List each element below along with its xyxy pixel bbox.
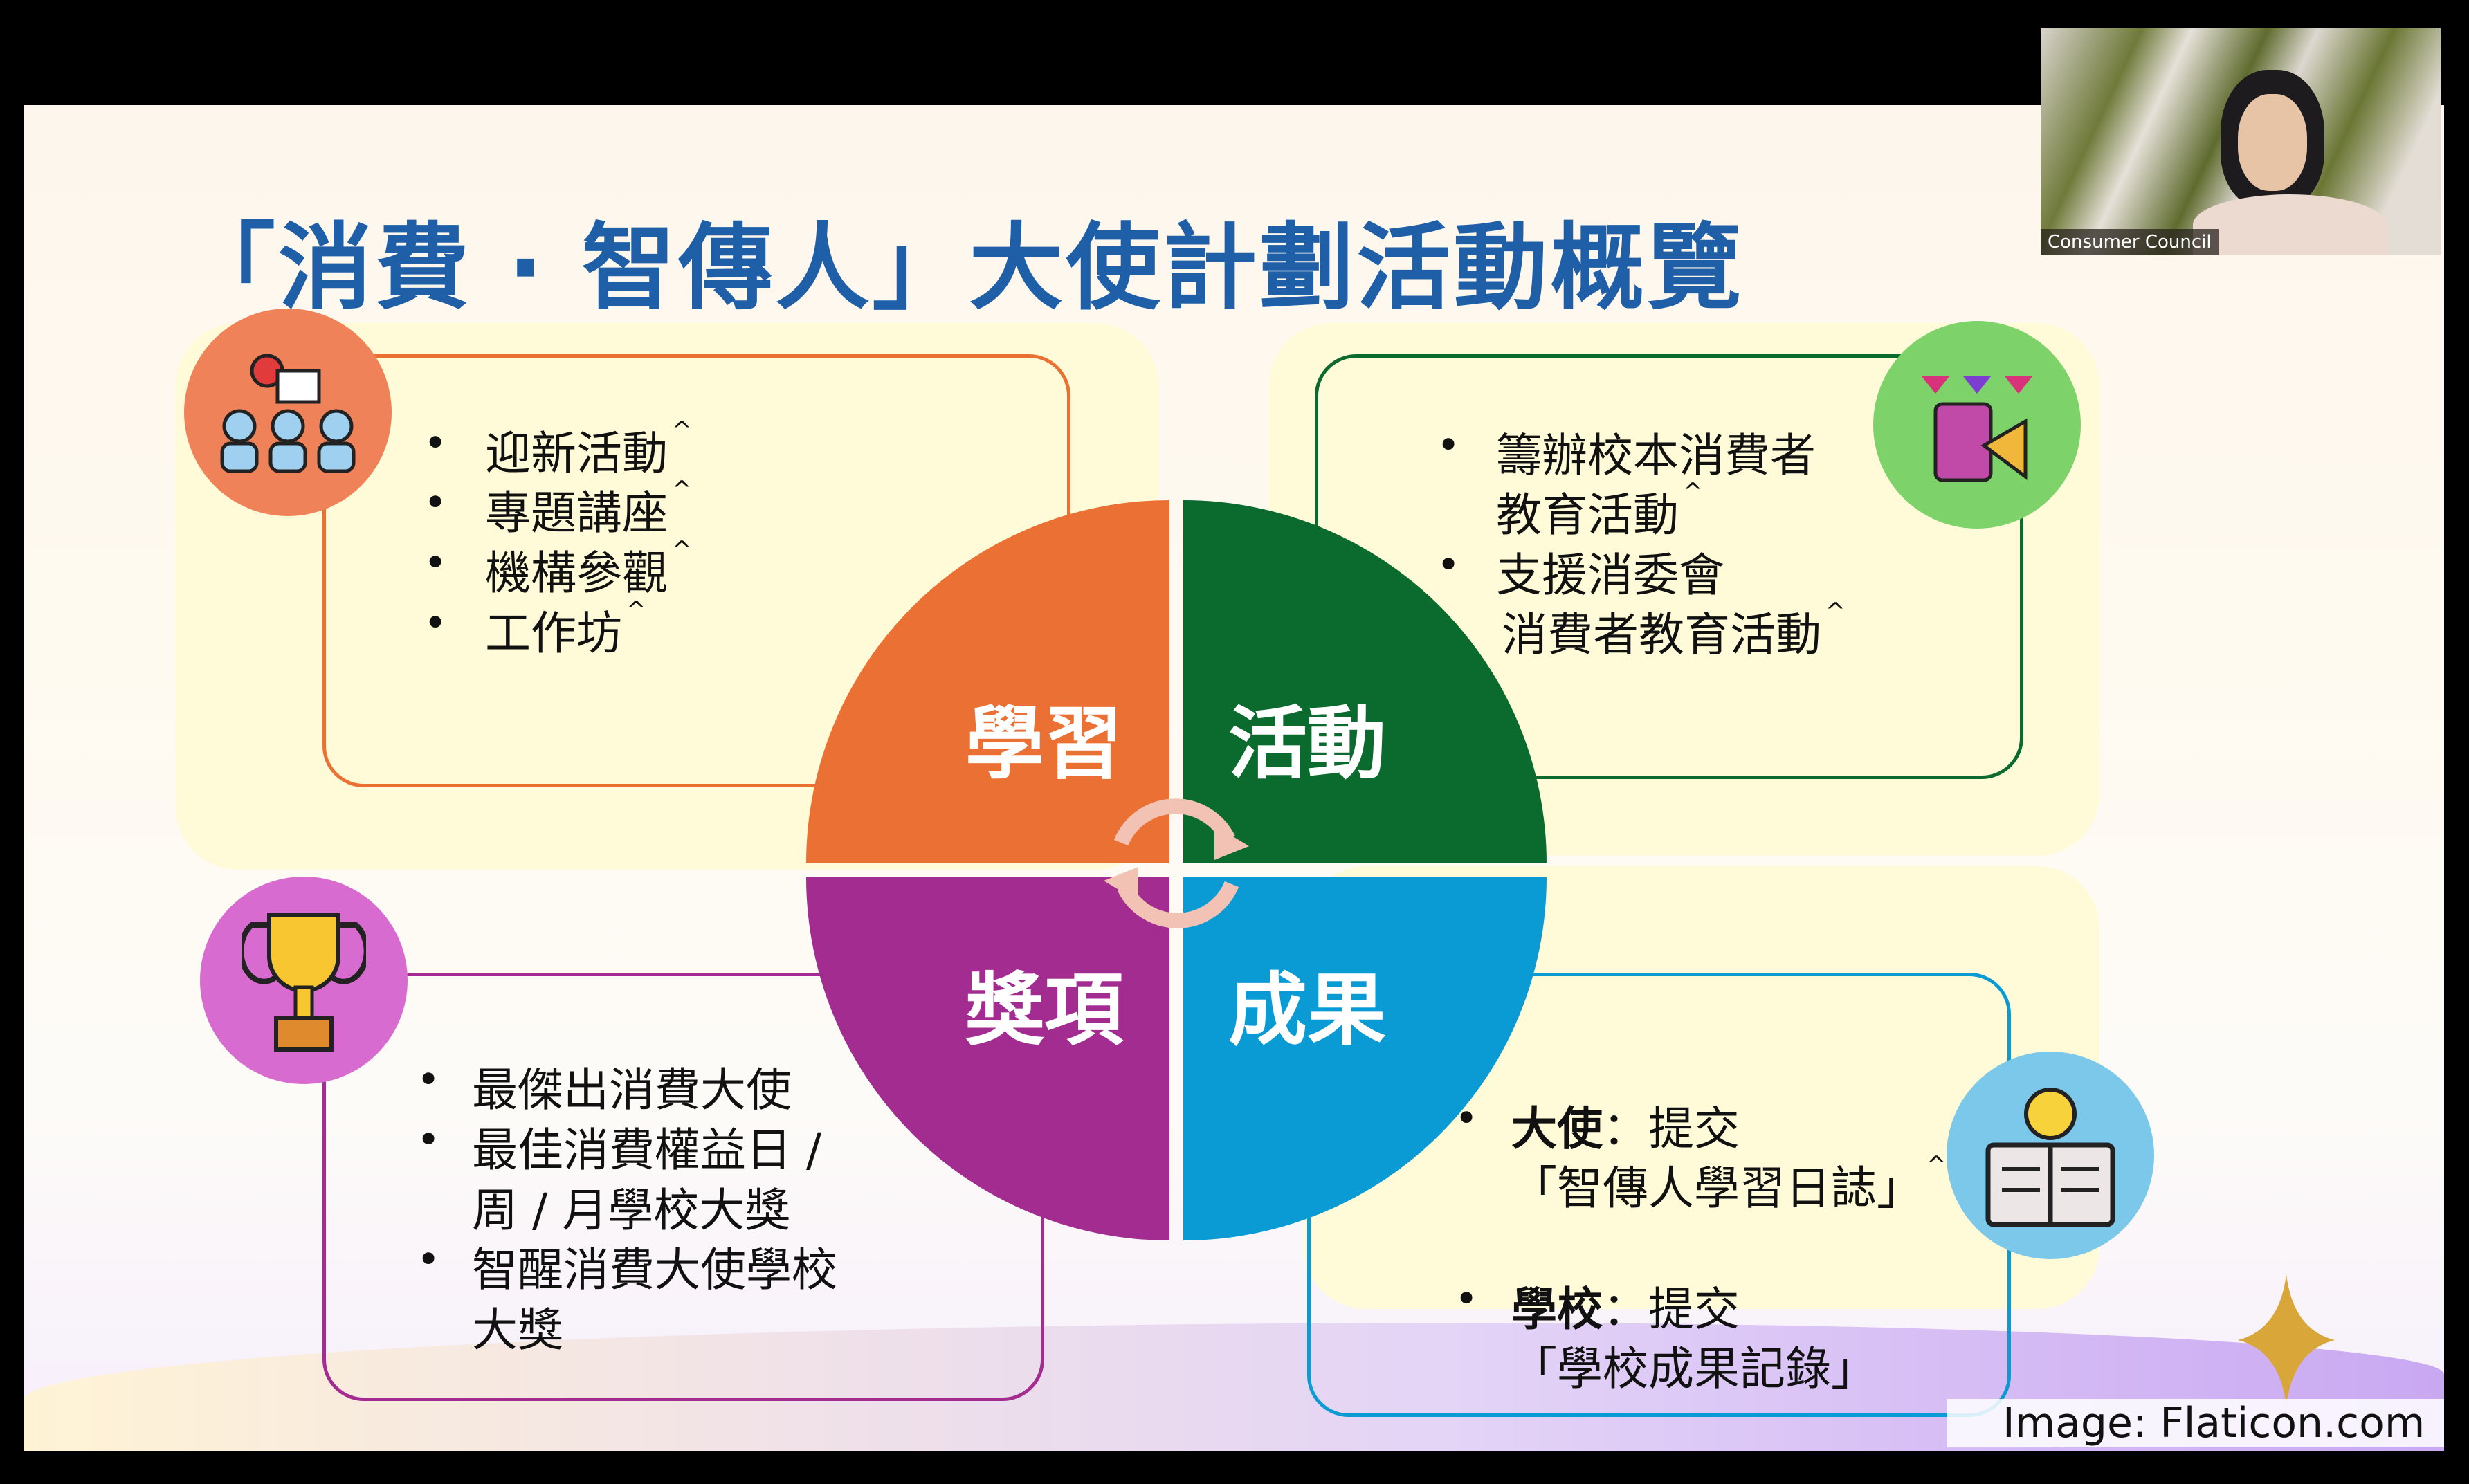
bullet: • — [1437, 541, 1461, 588]
quadrant-label-learning: 學習 — [965, 697, 1124, 790]
quadrant-awards — [806, 877, 1169, 1240]
arrow-head — [1214, 825, 1249, 860]
bullet: • — [417, 1116, 441, 1163]
bullet: • — [423, 539, 448, 586]
participant-name: Consumer Council — [2041, 229, 2219, 255]
quadrant-label-activities: 活動 — [1228, 697, 1387, 790]
list-item: 「學校成果記錄」 — [1511, 1342, 1877, 1395]
bullet: • — [1455, 1094, 1479, 1142]
list-item: 籌辦校本消費者 — [1496, 429, 1816, 482]
cycle-arrows-icon — [1113, 798, 1239, 928]
bullet: • — [1437, 421, 1461, 468]
quadrant-label-awards: 獎項 — [965, 964, 1124, 1056]
book-lightbulb-icon — [1947, 1052, 2154, 1259]
list-item: 周 / 月學校大獎 — [472, 1184, 791, 1237]
sparkle-icon — [2238, 1274, 2335, 1406]
list-item: 迎新活動^ — [485, 416, 692, 480]
bullet: • — [423, 479, 448, 526]
presentation-slide: 「消費 · 智傳人」大使計劃活動概覽 學習 活動 獎項 成果 • 迎新活動^ •… — [24, 105, 2444, 1451]
list-item: 工作坊^ — [485, 596, 646, 660]
list-item: 智醒消費大使學校 — [472, 1243, 837, 1297]
quadrant-results — [1183, 877, 1547, 1240]
arrow-head — [1104, 867, 1138, 901]
trophy-icon — [200, 877, 408, 1084]
list-item: 大使：提交 — [1511, 1102, 1740, 1155]
bullet: • — [417, 1236, 441, 1283]
list-item: 機構參觀^ — [485, 536, 692, 600]
quadrant-label-results: 成果 — [1228, 964, 1387, 1056]
list-item: 消費者教育活動^ — [1502, 598, 1846, 661]
list-item: 學校：提交 — [1511, 1283, 1740, 1336]
bullet: • — [417, 1056, 441, 1103]
list-item: 最佳消費權益日 / — [472, 1124, 822, 1177]
bullet: • — [423, 419, 448, 466]
quadrant-learning — [806, 500, 1169, 863]
slide-title: 「消費 · 智傳人」大使計劃活動概覽 — [181, 214, 1744, 323]
cycle-diagram — [806, 500, 1547, 1240]
list-item: 專題講座^ — [485, 476, 692, 540]
quadrant-activities — [1183, 500, 1547, 863]
participant-face — [2238, 94, 2307, 191]
list-item: 支援消委會 — [1496, 549, 1724, 602]
image-credit: Image: Flaticon.com — [1947, 1399, 2444, 1447]
participant-video[interactable]: Consumer Council — [2041, 28, 2441, 255]
list-item: 最傑出消費大使 — [472, 1063, 792, 1117]
participant-body — [2193, 194, 2387, 255]
bullet: • — [423, 599, 448, 646]
clipboard-megaphone-icon — [1873, 321, 2081, 529]
list-item: 教育活動^ — [1496, 478, 1703, 542]
bullet: • — [1455, 1275, 1479, 1322]
list-item: 「智傳人學習日誌」^ — [1511, 1151, 1947, 1215]
list-item: 大獎 — [472, 1303, 563, 1357]
community-location-icon — [184, 309, 392, 516]
